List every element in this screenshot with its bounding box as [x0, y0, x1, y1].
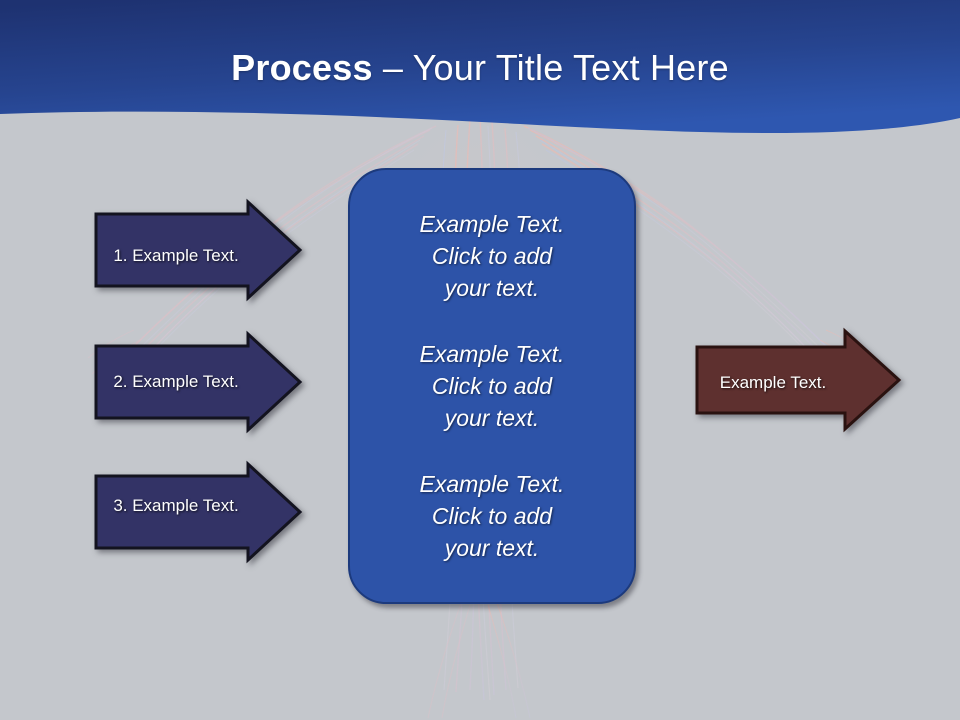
process-arrow-3[interactable] — [92, 460, 304, 564]
center-paragraph-1: Example Text. Click to add your text. — [419, 211, 565, 301]
center-paragraph-3: Example Text. Click to add your text. — [419, 471, 565, 561]
process-arrow-1[interactable] — [92, 198, 304, 302]
process-arrow-2[interactable] — [92, 330, 304, 434]
title-rest-part: – Your Title Text Here — [372, 47, 729, 88]
page-title: Process – Your Title Text Here — [0, 46, 960, 90]
result-arrow[interactable] — [693, 325, 905, 435]
title-bold-part: Process — [231, 47, 373, 88]
center-content-box[interactable]: Example Text. Click to add your text. Ex… — [348, 168, 636, 604]
center-paragraph-2: Example Text. Click to add your text. — [419, 341, 565, 431]
